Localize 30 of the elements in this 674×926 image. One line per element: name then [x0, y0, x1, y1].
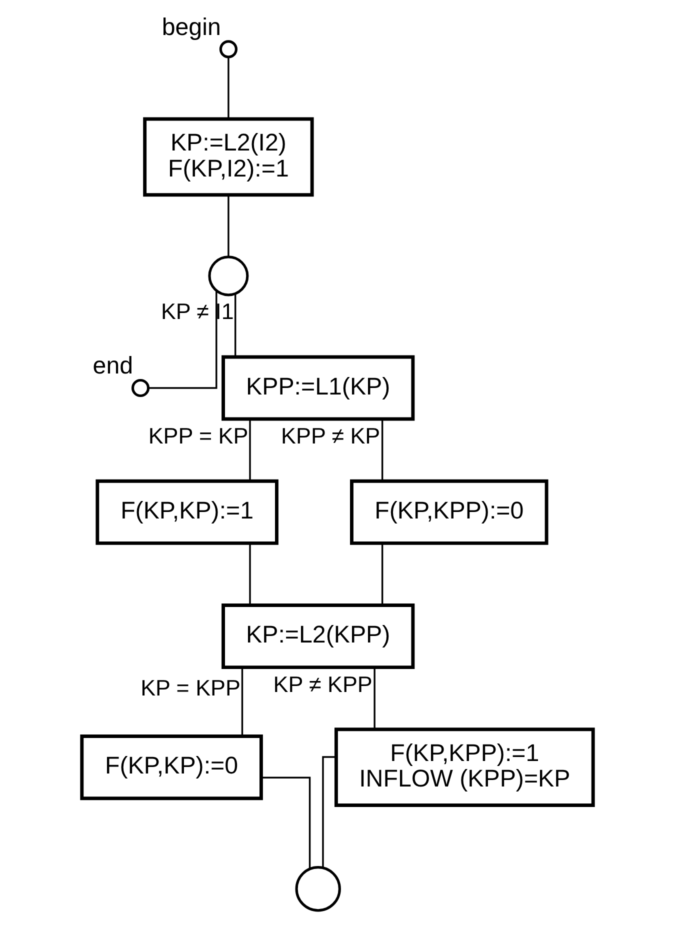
connector	[248, 419, 250, 480]
edge-label: KPP ≠ KP	[280, 424, 380, 449]
edge-label: KPP = KP	[148, 424, 248, 449]
node-box: KP:=L2(I2) F(KP,I2):=1	[142, 117, 314, 197]
edge-label: KP ≠ KPP	[272, 672, 372, 697]
connector	[380, 543, 383, 605]
connector	[322, 756, 336, 868]
node-box: KP:=L2(KPP)	[221, 604, 414, 670]
node-circle	[130, 378, 150, 398]
node-box: F(KP,KP):=0	[80, 734, 262, 800]
edge-label: KP = KPP	[140, 675, 240, 700]
edge-label: KP ≠ I1	[160, 299, 234, 324]
connector	[227, 195, 229, 256]
node-box: F(KP,KPP):=0	[350, 479, 548, 545]
connector	[148, 290, 217, 389]
node-circle	[208, 256, 248, 296]
connector	[373, 667, 375, 729]
connector	[380, 419, 383, 480]
connector	[240, 667, 243, 736]
connector	[260, 776, 310, 869]
node-label: end	[92, 352, 133, 380]
node-circle	[218, 40, 237, 58]
node-label: begin	[161, 14, 220, 41]
connector	[227, 58, 229, 119]
node-box: F(KP,KP):=1	[95, 479, 278, 545]
connector	[234, 294, 236, 357]
connector	[248, 543, 250, 605]
node-box: F(KP,KPP):=1 INFLOW (KPP)=KP	[334, 728, 594, 807]
node-circle	[294, 866, 340, 912]
node-box: KPP:=L1(KP)	[221, 355, 414, 421]
